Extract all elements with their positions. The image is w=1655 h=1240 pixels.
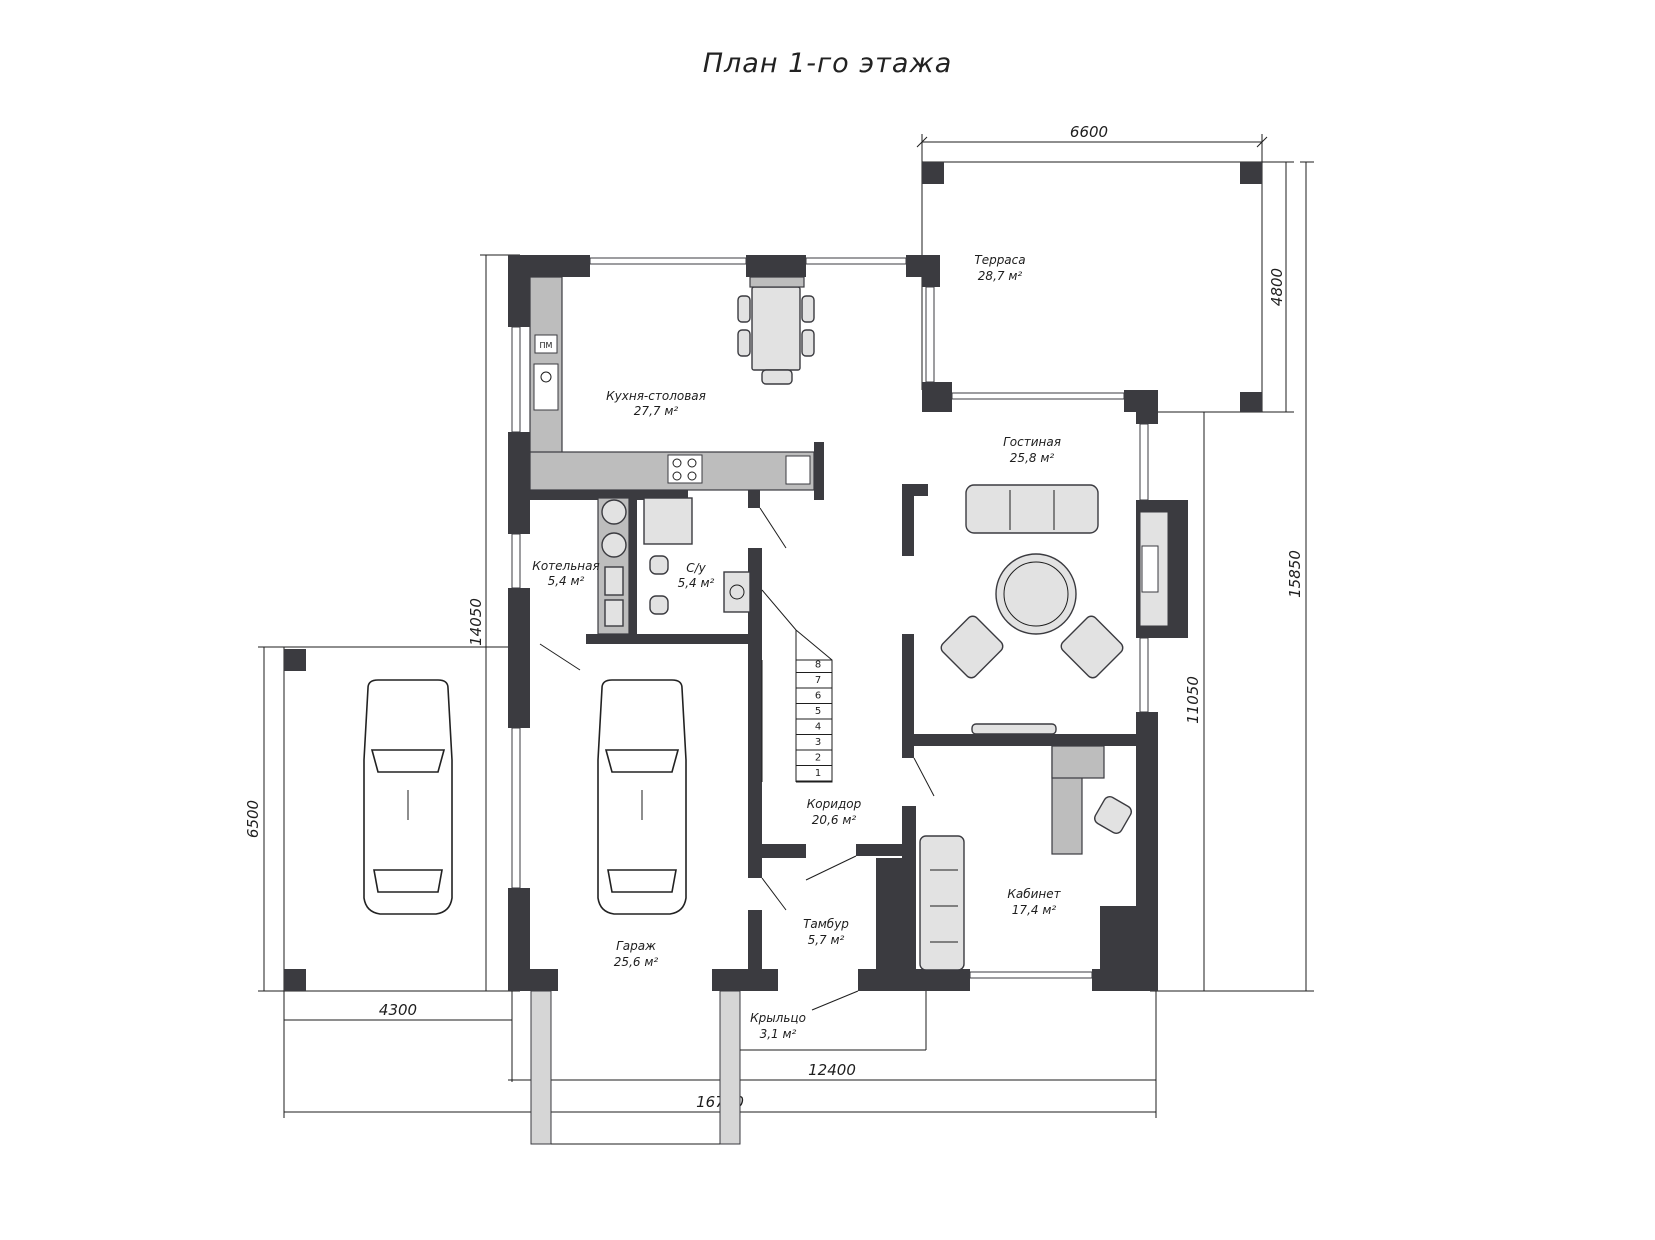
room-porch-name: Крыльцо	[750, 1011, 806, 1025]
dimension-labels: 6600 4800 15850 11050 14050 6500 4300 12…	[244, 123, 1304, 1111]
room-kitchen-name: Кухня-столовая	[606, 389, 706, 403]
dim-carport-width: 4300	[379, 1001, 417, 1019]
dim-right-height: 11050	[1184, 676, 1202, 724]
armchair-right	[1060, 615, 1124, 679]
armchair-left	[940, 615, 1004, 679]
stair-step-number: 7	[815, 675, 821, 686]
dim-terrace-depth: 4800	[1268, 268, 1286, 306]
wardrobes	[876, 858, 1136, 969]
room-corridor-name: Коридор	[807, 797, 862, 811]
doors	[539, 507, 935, 1011]
room-boiler-area: 5,4 м²	[548, 574, 585, 588]
dishwasher-label: ПМ	[540, 341, 553, 350]
windows	[511, 257, 1149, 979]
dim-terrace-width: 6600	[1070, 123, 1108, 141]
dimension-lines	[258, 134, 1314, 1118]
dim-overall-height: 15850	[1286, 550, 1304, 598]
car-garage	[597, 679, 687, 915]
porch	[530, 990, 927, 1145]
stair-step-number: 4	[815, 722, 821, 733]
stair-numbers: 1 2 3 4 5 6 7 8	[796, 660, 832, 782]
room-living-area: 25,8 м²	[1010, 451, 1055, 465]
room-living-name: Гостиная	[1003, 435, 1061, 449]
bathroom-fixtures	[643, 497, 751, 615]
room-labels: Кухня-столовая 27,7 м² Терраса 28,7 м² Г…	[532, 253, 1061, 1041]
sofa-living	[965, 484, 1099, 534]
room-corridor-area: 20,6 м²	[812, 813, 857, 827]
room-study-area: 17,4 м²	[1012, 903, 1057, 917]
carport	[283, 646, 512, 992]
room-terrace-name: Терраса	[974, 253, 1025, 267]
room-study-name: Кабинет	[1007, 887, 1061, 901]
study-sofa	[919, 835, 965, 971]
stair-step-number: 1	[815, 768, 821, 779]
plan-title: План 1-го этажа	[702, 48, 953, 79]
round-table	[995, 553, 1077, 635]
walls	[508, 255, 1188, 991]
stair-step-number: 2	[815, 753, 821, 764]
stair-step-number: 5	[815, 706, 821, 717]
stair-step-number: 8	[815, 660, 821, 671]
room-wc-name: С/у	[686, 561, 706, 575]
stair-step-number: 6	[815, 691, 821, 702]
tv-stand	[971, 723, 1057, 735]
desk	[1051, 745, 1132, 855]
dim-house-width: 12400	[808, 1061, 856, 1079]
room-garage-name: Гараж	[616, 939, 656, 953]
room-terrace-area: 28,7 м²	[978, 269, 1023, 283]
room-garage-area: 25,6 м²	[614, 955, 659, 969]
boiler-equipment	[597, 497, 630, 635]
staircase	[761, 589, 833, 783]
room-vestibule-area: 5,7 м²	[808, 933, 845, 947]
terrace	[921, 161, 1263, 413]
room-porch-area: 3,1 м²	[760, 1027, 797, 1041]
stair-step-number: 3	[815, 737, 821, 748]
room-wc-area: 5,4 м²	[678, 576, 715, 590]
room-vestibule-name: Тамбур	[803, 917, 849, 931]
dim-carport-height: 6500	[244, 800, 262, 838]
dim-house-height: 14050	[467, 598, 485, 646]
kitchen-counter: ПМ	[529, 276, 815, 491]
room-kitchen-area: 27,7 м²	[634, 404, 679, 418]
car-carport	[363, 679, 453, 915]
room-boiler-name: Котельная	[532, 559, 599, 573]
dining-table	[737, 276, 815, 385]
